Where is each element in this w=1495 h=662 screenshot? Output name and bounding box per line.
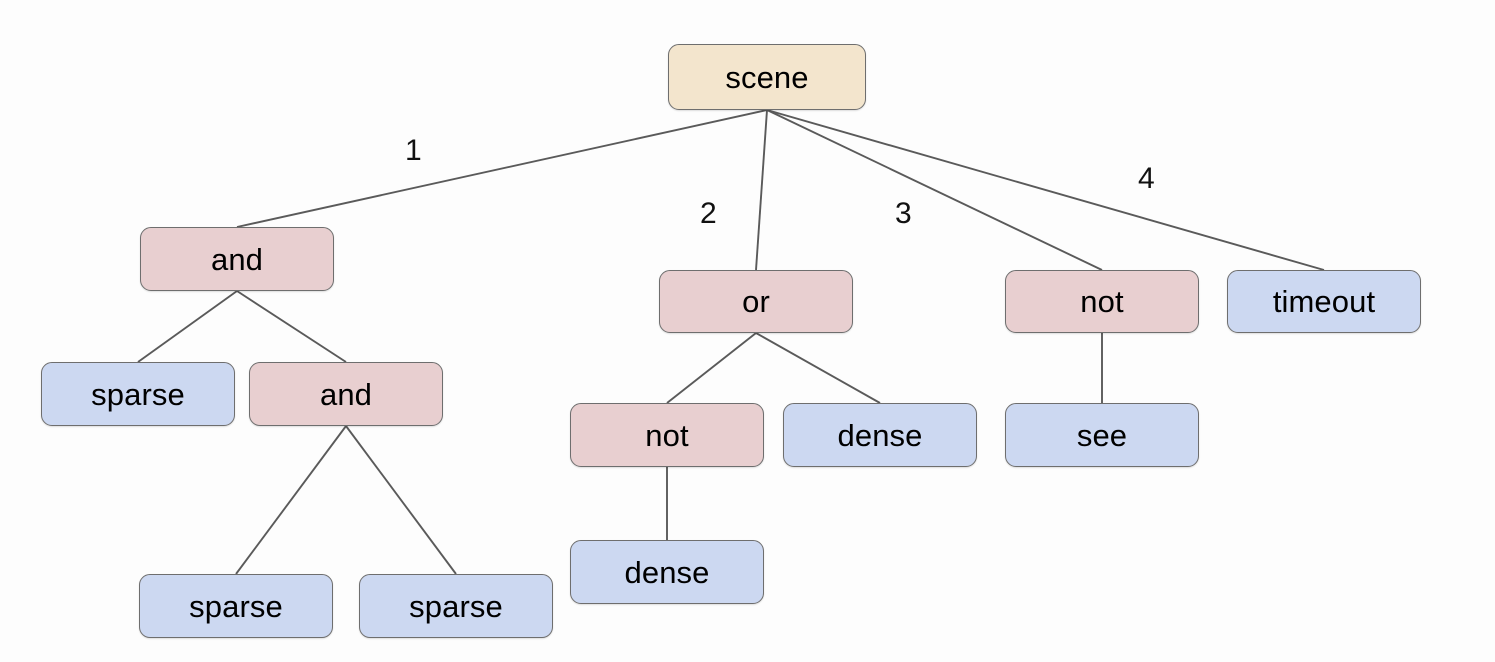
- edge-label-4: 4: [1138, 162, 1155, 195]
- node-see1[interactable]: see: [1005, 403, 1199, 467]
- edge-and1-to-sparse1: [137, 290, 238, 363]
- edge-and2-to-sparse2: [235, 425, 347, 575]
- node-label: see: [1076, 417, 1128, 453]
- node-label: timeout: [1272, 284, 1376, 319]
- node-not2[interactable]: not: [570, 403, 764, 467]
- edge-scene-to-and1: [236, 109, 768, 228]
- node-label: dense: [624, 554, 710, 590]
- node-label: sparse: [91, 376, 185, 412]
- edge-label-2: 2: [700, 197, 717, 230]
- node-scene[interactable]: scene: [668, 44, 866, 110]
- node-label: not: [645, 417, 689, 453]
- node-label: scene: [725, 59, 809, 95]
- node-and1[interactable]: and: [140, 227, 334, 291]
- node-sparse2[interactable]: sparse: [139, 574, 333, 638]
- node-sparse3[interactable]: sparse: [359, 574, 553, 638]
- edge-and2-to-sparse3: [345, 425, 457, 575]
- edge-scene-to-or1: [755, 109, 768, 271]
- node-dense2[interactable]: dense: [570, 540, 764, 604]
- node-label: and: [319, 376, 373, 412]
- edge-or1-to-dense1: [755, 332, 881, 404]
- node-label: dense: [837, 417, 923, 453]
- node-sparse1[interactable]: sparse: [41, 362, 235, 426]
- edge-label-3: 3: [895, 197, 912, 230]
- node-not1[interactable]: not: [1005, 270, 1199, 333]
- node-timeout1[interactable]: timeout: [1227, 270, 1421, 333]
- node-dense1[interactable]: dense: [783, 403, 977, 467]
- node-or1[interactable]: or: [659, 270, 853, 333]
- edge-label-1: 1: [405, 134, 422, 167]
- node-label: not: [1080, 284, 1124, 319]
- edge-or1-to-not2: [666, 332, 757, 404]
- edge-scene-to-not1: [766, 109, 1103, 271]
- node-label: sparse: [189, 588, 283, 624]
- node-and2[interactable]: and: [249, 362, 443, 426]
- node-label: and: [210, 241, 264, 277]
- node-label: or: [742, 284, 770, 319]
- edge-and1-to-and2: [236, 290, 347, 363]
- edge-scene-to-timeout1: [766, 109, 1325, 271]
- node-label: sparse: [409, 588, 503, 624]
